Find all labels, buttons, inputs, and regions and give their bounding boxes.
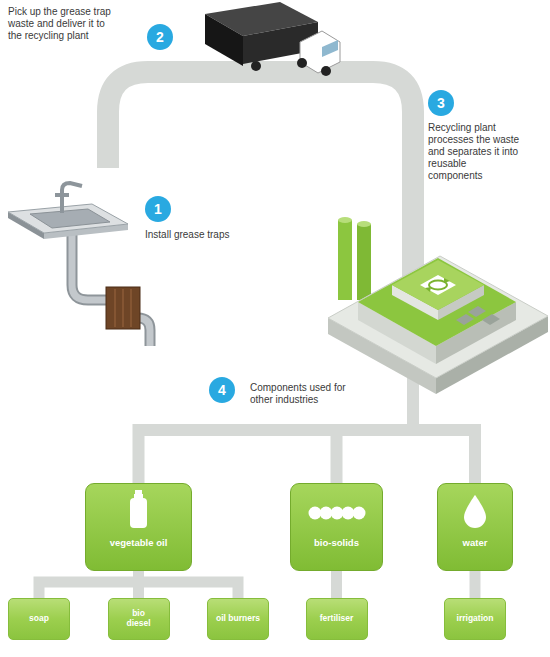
use-name: irrigation <box>457 614 494 624</box>
recycle-badge <box>420 275 456 295</box>
step-number-circle: 4 <box>209 377 235 403</box>
branch-connector <box>39 571 139 598</box>
solid-blob <box>342 507 355 520</box>
chimney <box>338 220 352 300</box>
route-pipe <box>108 72 413 300</box>
component-name: vegetable oil <box>110 537 168 548</box>
chimney <box>357 224 371 300</box>
step-number-circle: 1 <box>145 196 171 222</box>
bottle-icon <box>130 490 147 528</box>
faucet <box>62 183 82 213</box>
component-name: bio-solids <box>314 537 359 548</box>
trap-slat <box>130 289 132 327</box>
chimney-top <box>357 221 371 227</box>
wheel <box>251 61 261 71</box>
chimney-top <box>338 217 352 223</box>
truck <box>205 2 340 76</box>
plant-roof <box>358 258 516 346</box>
use-box: fertiliser <box>306 598 368 640</box>
step-number: 4 <box>218 382 226 398</box>
bottle-neck <box>134 494 143 499</box>
countertop <box>8 204 128 233</box>
component-box: bio-solids <box>290 483 383 571</box>
branch-connector <box>470 571 481 598</box>
solid-blob <box>353 507 366 520</box>
truck-cab <box>300 31 340 73</box>
branch-connector <box>331 571 342 598</box>
recycling-plant <box>328 217 548 394</box>
wheel <box>297 58 307 68</box>
trap-slat <box>114 289 116 327</box>
step-number: 1 <box>154 201 162 217</box>
faucet-handle <box>55 193 69 197</box>
windshield <box>322 40 338 57</box>
drain-pipe <box>72 232 108 300</box>
step-number: 3 <box>437 95 445 111</box>
trap-box <box>106 287 140 329</box>
solid-blob <box>331 507 344 520</box>
step-number: 2 <box>156 29 164 45</box>
recycle-arrow <box>425 287 431 292</box>
bottle-cap <box>135 490 142 494</box>
bottle-body <box>130 498 147 528</box>
step-text: Components used for other industries <box>250 382 362 406</box>
use-box: soap <box>8 598 70 640</box>
component-name: water <box>463 537 488 548</box>
use-name: oil burners <box>216 614 260 624</box>
use-name: fertiliser <box>320 614 354 624</box>
use-name: soap <box>29 614 49 624</box>
plant-base <box>328 256 548 378</box>
solid-blob <box>309 507 322 520</box>
step-text: Install grease traps <box>145 229 275 241</box>
step-number-circle: 3 <box>428 90 454 116</box>
grease-trap <box>106 287 140 329</box>
step-number-circle: 2 <box>147 24 173 50</box>
water-drop-icon <box>464 495 486 528</box>
trailer-side <box>205 14 243 66</box>
drain-pipe <box>72 232 108 300</box>
roof-unit <box>482 314 500 325</box>
use-box: bio diesel <box>108 598 170 640</box>
branch-connector <box>139 571 239 598</box>
recycle-arrow <box>444 278 450 283</box>
plant-upper-roof <box>392 260 484 310</box>
sink <box>8 183 150 346</box>
step-text: Recycling plant processes the waste and … <box>428 122 521 182</box>
use-box: irrigation <box>444 598 506 640</box>
step-text: Pick up the grease trap waste and delive… <box>8 6 116 42</box>
wheel <box>321 66 331 76</box>
roof-unit <box>456 314 474 325</box>
component-box: water <box>437 483 513 571</box>
bio-solids-icon <box>309 507 366 520</box>
trap-slat <box>122 289 124 327</box>
use-box: oil burners <box>207 598 269 640</box>
solid-blob <box>320 507 333 520</box>
component-box: vegetable oil <box>85 483 192 571</box>
roof-unit <box>468 306 486 317</box>
sink-bowl <box>30 209 110 228</box>
use-name: bio diesel <box>124 609 154 629</box>
